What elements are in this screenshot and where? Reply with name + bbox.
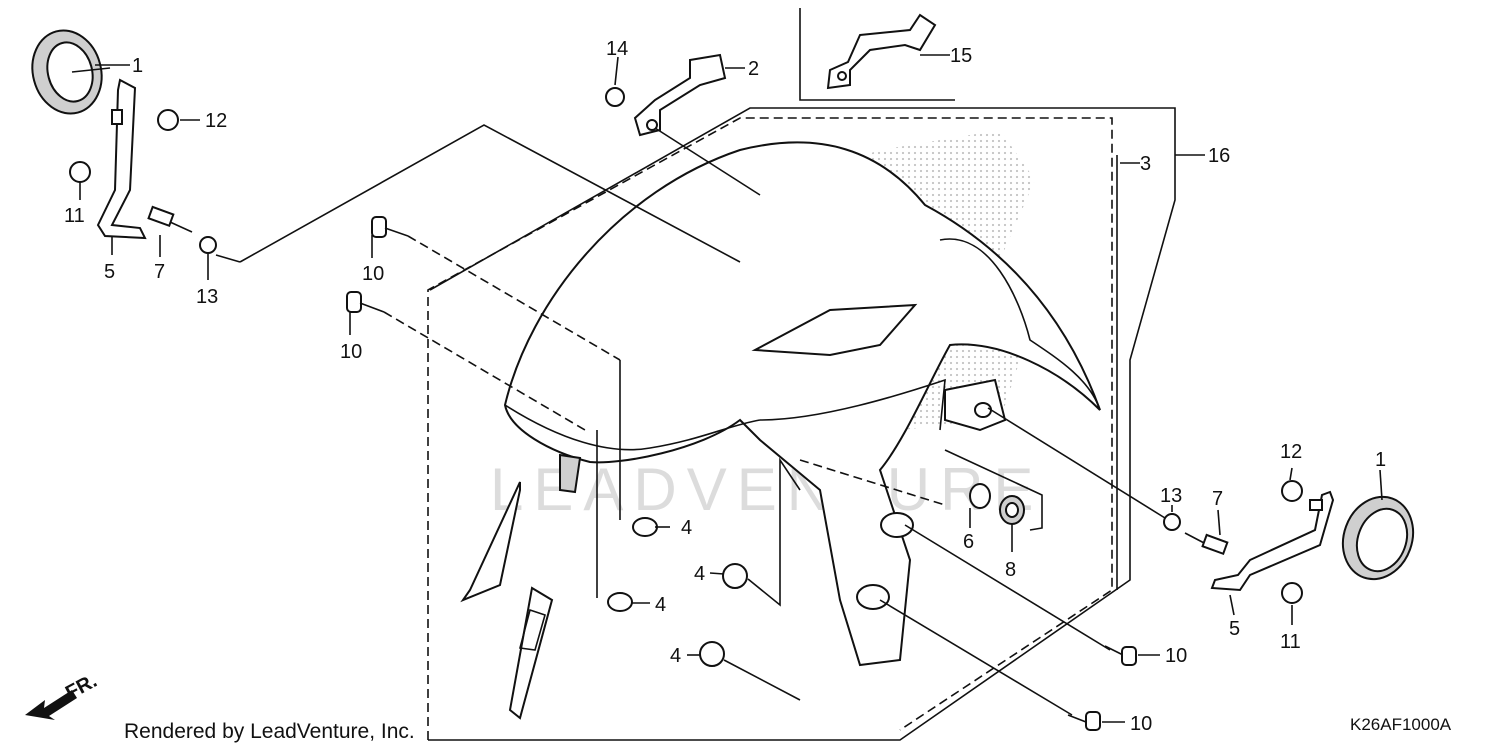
callout-10-mid: 10: [340, 341, 362, 363]
callout-5-left: 5: [104, 261, 115, 283]
nut-left-12: [157, 109, 179, 131]
washer-left-13: [199, 236, 217, 254]
footer-credit: Rendered by LeadVenture, Inc.: [124, 720, 415, 743]
callout-4-c: 4: [694, 563, 705, 585]
reflector-right: [1341, 495, 1415, 581]
callout-6: 6: [963, 531, 974, 553]
decal-left: [460, 481, 521, 603]
leader-lines: [79, 54, 1383, 723]
nut-left-11: [69, 161, 91, 183]
bracket-15: [826, 13, 937, 90]
stay-bracket-right: [1210, 490, 1335, 592]
grommet-4-a: [632, 517, 658, 537]
callout-4-b: 4: [655, 594, 666, 616]
screw-10-right-a: [1104, 645, 1137, 666]
screw-10-right-b: [1067, 711, 1101, 731]
callout-8: 8: [1005, 559, 1016, 581]
stay-bracket-left: [96, 78, 147, 240]
front-direction-arrow: [25, 690, 77, 720]
washer-right-13: [1163, 513, 1181, 531]
callout-11-left: 11: [64, 205, 85, 227]
callout-3: 3: [1140, 153, 1151, 175]
bolt-right-7: [1184, 532, 1229, 556]
screw-10-mid: [346, 291, 385, 313]
bolt-left-7: [147, 205, 193, 233]
callout-10-upper: 10: [362, 263, 384, 285]
callout-7-right: 7: [1212, 488, 1223, 510]
collar-6: [969, 483, 991, 509]
nut-14: [605, 87, 625, 107]
nut-right-11: [1281, 582, 1303, 604]
grommet-4-c: [722, 563, 748, 589]
callout-5-right: 5: [1229, 618, 1240, 640]
rubber-8: [999, 495, 1025, 525]
callout-12-left: 12: [205, 110, 227, 132]
callout-2: 2: [748, 58, 759, 80]
callout-7-left: 7: [154, 261, 165, 283]
diagram-code: K26AF1000A: [1350, 715, 1452, 734]
callout-12-right: 12: [1280, 441, 1302, 463]
grommet-4-d: [699, 641, 725, 667]
callout-4-a: 4: [681, 517, 692, 539]
decal-lower: [508, 586, 554, 720]
callout-10-right-b: 10: [1130, 713, 1152, 735]
screw-10-upper: [371, 216, 409, 238]
callout-13-left: 13: [196, 286, 218, 308]
callout-16: 16: [1208, 145, 1230, 167]
callout-13-right: 13: [1160, 485, 1182, 507]
nut-right-12: [1281, 480, 1303, 502]
callout-1-left: 1: [132, 55, 143, 77]
callout-14: 14: [606, 38, 628, 60]
assembly-outline: [427, 8, 1176, 741]
reflector-left: [31, 29, 111, 115]
bracket-2: [633, 53, 727, 137]
front-fender: [503, 141, 1101, 667]
callout-11-right: 11: [1280, 631, 1301, 653]
callout-4-d: 4: [670, 645, 681, 667]
grommet-4-b: [607, 592, 633, 612]
callout-10-right-a: 10: [1165, 645, 1187, 667]
watermark-text: LEADVENTURE: [490, 456, 1043, 523]
callout-15: 15: [950, 45, 972, 67]
callout-1-right: 1: [1375, 449, 1386, 471]
